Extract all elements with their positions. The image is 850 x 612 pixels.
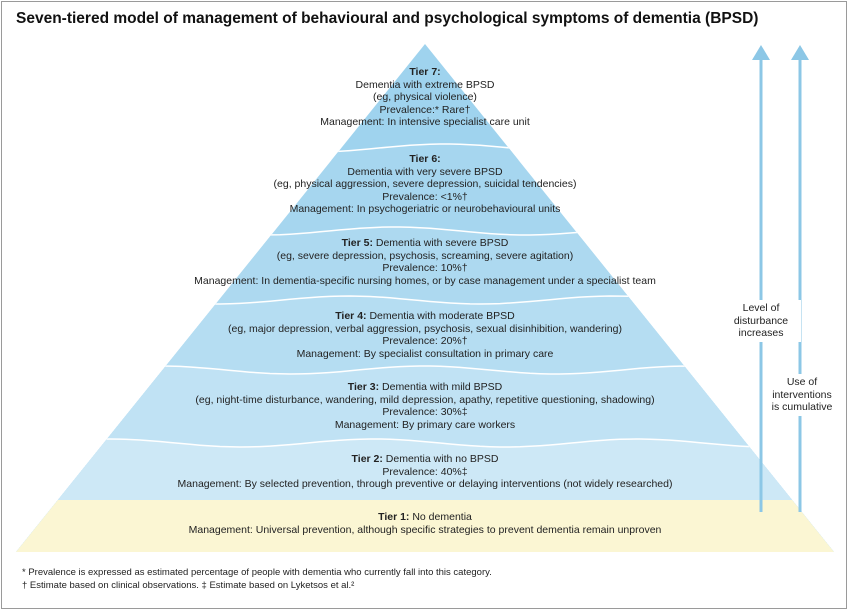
disturbance-label: Level of disturbance increases — [721, 300, 801, 342]
disturbance-label-line: increases — [738, 327, 784, 339]
tier-1-text: Tier 1: No dementia Management: Universa… — [0, 511, 850, 536]
tier-5-name: Tier 5: — [341, 237, 373, 249]
tier-6-line: Dementia with very severe BPSD — [347, 165, 503, 178]
cumulative-label-line: is cumulative — [771, 401, 833, 413]
tier-4-text: Tier 4: Dementia with moderate BPSD (eg,… — [0, 310, 850, 360]
tier-5-line: (eg, severe depression, psychosis, screa… — [276, 249, 574, 262]
tier-1-management: Management: Universal prevention, althou… — [188, 523, 662, 536]
tier-5-heading: Dementia with severe BPSD — [375, 237, 509, 249]
cumulative-arrow — [791, 45, 809, 512]
disturbance-label-line: disturbance — [733, 314, 789, 327]
tier-3-line: (eg, night-time disturbance, wandering, … — [195, 393, 655, 406]
tier-7-prevalence: Prevalence:* Rare† — [379, 103, 471, 116]
tier-2-prevalence: Prevalence: 40%‡ — [382, 465, 468, 478]
tier-6-name: Tier 6: — [409, 153, 441, 165]
tier-5-prevalence: Prevalence: 10%† — [382, 262, 468, 274]
tier-1-band — [16, 500, 834, 552]
tier-6-management: Management: In psychogeriatric or neurob… — [289, 203, 561, 215]
tier-6-text: Tier 6: Dementia with very severe BPSD (… — [0, 153, 850, 216]
tier-4-management: Management: By specialist consultation i… — [296, 347, 554, 360]
tier-3-name: Tier 3: — [347, 381, 380, 393]
tier-1-heading: No dementia — [412, 511, 472, 523]
tier-1-name: Tier 1: — [378, 511, 410, 523]
tier-3-management: Management: By primary care workers — [334, 418, 516, 431]
tier-5-management: Management: In dementia-specific nursing… — [194, 274, 656, 287]
tier-6-line: (eg, physical aggression, severe depress… — [273, 178, 577, 190]
tier-3-prevalence: Prevalence: 30%‡ — [382, 406, 468, 418]
tier-2-management: Management: By selected prevention, thro… — [177, 478, 673, 490]
figure-title: Seven-tiered model of management of beha… — [16, 10, 759, 27]
footnote-prevalence: * Prevalence is expressed as estimated p… — [22, 567, 492, 578]
tier-7-management: Management: In intensive specialist care… — [320, 116, 530, 128]
tier-7-line: (eg, physical violence) — [373, 91, 477, 103]
disturbance-label-line: Level of — [742, 302, 780, 314]
footnotes: * Prevalence is expressed as estimated p… — [22, 566, 492, 592]
tier-4-prevalence: Prevalence: 20%† — [382, 335, 468, 347]
cumulative-label-line: Use of — [786, 376, 818, 388]
tier-3-heading: Dementia with mild BPSD — [382, 381, 503, 393]
tier-2-heading: Dementia with no BPSD — [385, 453, 499, 465]
tier-4-name: Tier 4: — [335, 310, 367, 322]
tier-7-line: Dementia with extreme BPSD — [355, 78, 495, 91]
cumulative-label: Use of interventions is cumulative — [764, 374, 840, 416]
tier-4-line: (eg, major depression, verbal aggression… — [228, 322, 622, 335]
disturbance-arrow — [752, 45, 770, 512]
cumulative-label-line: interventions — [772, 388, 832, 401]
footnote-estimates: † Estimate based on clinical observation… — [22, 580, 355, 591]
tier-7-text: Tier 7: Dementia with extreme BPSD (eg, … — [0, 66, 850, 129]
tier-4-heading: Dementia with moderate BPSD — [369, 310, 515, 322]
tier-2-name: Tier 2: — [351, 453, 383, 465]
tier-6-prevalence: Prevalence: <1%† — [382, 190, 468, 203]
tier-2-text: Tier 2: Dementia with no BPSD Prevalence… — [0, 453, 850, 491]
tier-5-text: Tier 5: Dementia with severe BPSD (eg, s… — [0, 237, 850, 287]
tier-3-text: Tier 3: Dementia with mild BPSD (eg, nig… — [0, 381, 850, 431]
tier-7-name: Tier 7: — [409, 66, 441, 78]
